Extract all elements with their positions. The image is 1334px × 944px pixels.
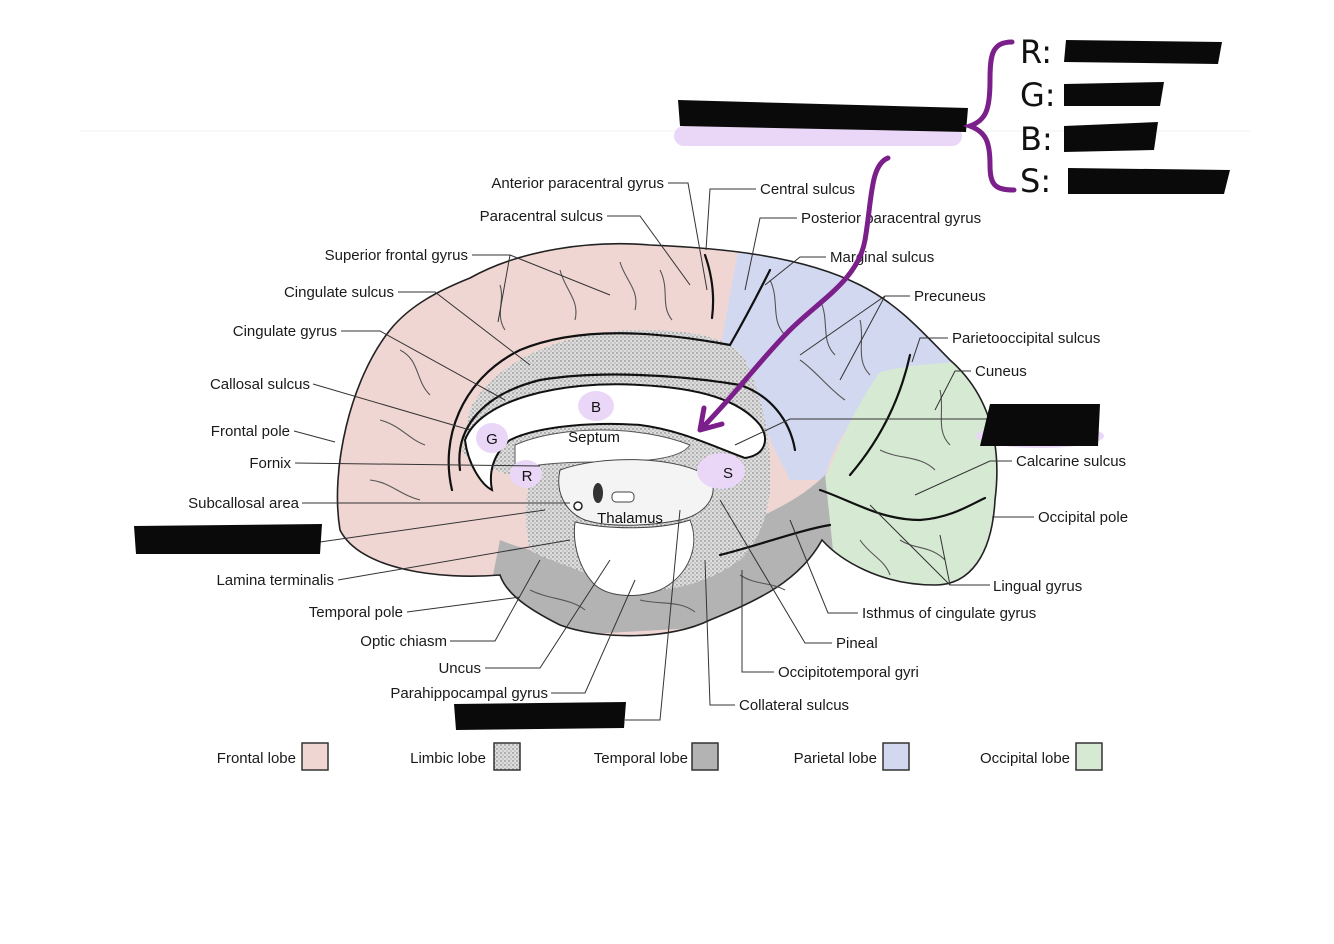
handwritten-letter-s: S: bbox=[1020, 162, 1051, 200]
legend-label-parietal: Parietal lobe bbox=[794, 750, 877, 767]
curly-brace-icon bbox=[962, 39, 1017, 193]
redaction-mark-icon bbox=[1068, 168, 1230, 194]
label-cuneus: Cuneus bbox=[975, 363, 1027, 380]
marker-b-highlight bbox=[578, 391, 614, 421]
label-posterior-paracentral-gyrus: Posterior paracentral gyrus bbox=[801, 210, 981, 227]
corpus-callosum bbox=[463, 383, 766, 492]
legend-swatch-temporal bbox=[691, 742, 719, 771]
calcarine-sulcus-line bbox=[818, 488, 987, 522]
marker-g-label: G bbox=[486, 431, 498, 448]
callosal-sulcus-line bbox=[458, 373, 797, 472]
title-highlight bbox=[674, 126, 962, 146]
highlight-markers bbox=[476, 391, 745, 489]
label-callosal-sulcus: Callosal sulcus bbox=[210, 376, 310, 393]
curved-arrow-icon bbox=[697, 155, 891, 433]
legend-label-temporal: Temporal lobe bbox=[594, 750, 688, 767]
redaction-mark-icon bbox=[980, 404, 1100, 446]
handwritten-letter-r: R: bbox=[1020, 33, 1052, 71]
legend-swatch-parietal bbox=[882, 742, 910, 771]
marker-r-highlight bbox=[510, 460, 542, 488]
marker-s-label: S bbox=[723, 465, 733, 482]
label-parahippocampal-gyrus: Parahippocampal gyrus bbox=[390, 685, 548, 702]
redaction-marks bbox=[134, 40, 1230, 730]
legend-label-occipital: Occipital lobe bbox=[980, 750, 1070, 767]
cingulate-sulcus-line bbox=[447, 268, 772, 492]
label-parietooccipital-sulcus: Parietooccipital sulcus bbox=[952, 330, 1100, 347]
redaction-mark-icon bbox=[134, 524, 322, 554]
label-anterior-paracentral-gyrus: Anterior paracentral gyrus bbox=[491, 175, 664, 192]
brainstem-area bbox=[573, 519, 695, 596]
label-cingulate-sulcus: Cingulate sulcus bbox=[284, 284, 394, 301]
redaction-mark-icon bbox=[454, 702, 626, 730]
redaction-mark-icon bbox=[1064, 40, 1222, 64]
label-pineal: Pineal bbox=[836, 635, 878, 652]
thalamus-label: Thalamus bbox=[597, 510, 663, 527]
interthalamic-adhesion bbox=[611, 491, 635, 503]
label-uncus: Uncus bbox=[438, 660, 481, 677]
collateral-sulcus-line bbox=[718, 523, 832, 557]
brain-outline bbox=[336, 242, 998, 637]
labels-left: Anterior paracentral gyrus Paracentral s… bbox=[188, 175, 664, 702]
label-occipitotemporal-gyri: Occipitotemporal gyri bbox=[778, 664, 919, 681]
legend-label-frontal: Frontal lobe bbox=[217, 750, 296, 767]
marker-r-label: R bbox=[522, 468, 533, 485]
label-frontal-pole: Frontal pole bbox=[211, 423, 290, 440]
leader-lines bbox=[293, 182, 1034, 721]
handwritten-letter-g: G: bbox=[1020, 76, 1056, 114]
brain-sagittal-section: B G R S Septum Thalamus bbox=[336, 242, 998, 637]
legend: Frontal lobe Limbic lobe Temporal lobe P… bbox=[217, 742, 1103, 771]
label-lingual-gyrus: Lingual gyrus bbox=[993, 578, 1082, 595]
label-superior-frontal-gyrus: Superior frontal gyrus bbox=[325, 247, 468, 264]
label-collateral-sulcus: Collateral sulcus bbox=[739, 697, 849, 714]
label-occipital-pole: Occipital pole bbox=[1038, 509, 1128, 526]
redaction-mark-icon bbox=[1064, 82, 1164, 106]
label-central-sulcus: Central sulcus bbox=[760, 181, 855, 198]
label-lamina-terminalis: Lamina terminalis bbox=[216, 572, 334, 589]
label-subcallosal-area: Subcallosal area bbox=[188, 495, 300, 512]
label-paracentral-sulcus: Paracentral sulcus bbox=[480, 208, 603, 225]
legend-swatch-frontal bbox=[301, 742, 329, 771]
central-sulcus-line bbox=[703, 253, 715, 320]
label-temporal-pole: Temporal pole bbox=[309, 604, 403, 621]
septum-label: Septum bbox=[568, 429, 620, 446]
thalamus-area bbox=[558, 459, 714, 526]
label-cingulate-gyrus: Cingulate gyrus bbox=[233, 323, 337, 340]
redaction-mark-icon bbox=[678, 100, 968, 132]
label-precuneus: Precuneus bbox=[914, 288, 986, 305]
label-isthmus-of-cingulate-gyrus: Isthmus of cingulate gyrus bbox=[862, 605, 1036, 622]
label-optic-chiasm: Optic chiasm bbox=[360, 633, 447, 650]
occipital-lobe-region bbox=[824, 362, 997, 600]
anterior-commissure bbox=[593, 483, 603, 503]
marker-b-label: B bbox=[591, 399, 601, 416]
label-calcarine-sulcus: Calcarine sulcus bbox=[1016, 453, 1126, 470]
handwritten-annotations: R: G: B: S: bbox=[697, 33, 1056, 433]
redaction-mark-icon bbox=[1064, 122, 1158, 152]
legend-label-limbic: Limbic lobe bbox=[410, 750, 486, 767]
label-fornix: Fornix bbox=[249, 455, 291, 472]
lamina-point bbox=[573, 501, 583, 511]
handwritten-letter-b: B: bbox=[1020, 120, 1053, 158]
legend-swatch-limbic bbox=[493, 742, 521, 771]
marker-g-highlight bbox=[476, 423, 508, 453]
label-marginal-sulcus: Marginal sulcus bbox=[830, 249, 934, 266]
legend-swatch-occipital bbox=[1075, 742, 1103, 771]
marker-s-highlight bbox=[697, 453, 745, 489]
